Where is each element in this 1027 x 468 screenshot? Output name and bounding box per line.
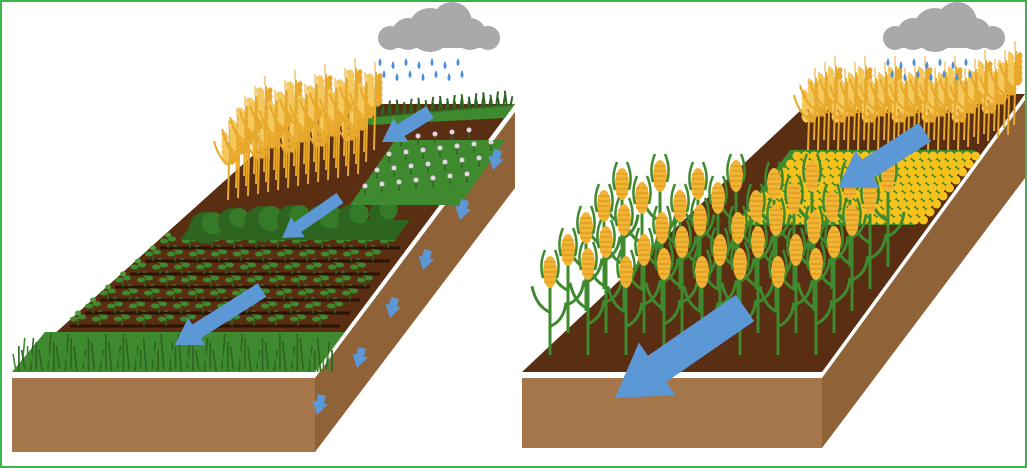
raindrop-icon [382,70,386,78]
runoff-arrow-icon [615,122,931,398]
back-grass-icon [367,90,514,119]
left-back-grass [360,104,515,125]
raindrop-icon [447,73,451,81]
infiltration-arrow-icon [312,149,504,415]
diversified-cropping-scene [12,2,515,452]
raindrop-icon [443,61,447,69]
raindrop-icon [942,70,946,78]
raindrop-icon [421,73,425,81]
raindrop-icon [408,70,412,78]
raindrop-icon [890,70,894,78]
raindrop-icon [955,73,959,81]
raindrop-icon [925,61,929,69]
raindrop-icon [456,58,460,66]
raindrop-icon [912,58,916,66]
raindrop-icon [378,58,382,66]
wheat-field-icon [213,58,383,201]
raindrop-icon [395,73,399,81]
raindrop-icon [938,58,942,66]
runoff-arrow-icon [175,106,434,345]
raindrop-icon [916,70,920,78]
raindrop-icon [886,58,890,66]
rain-cloud-icon [378,2,500,81]
raindrop-icon [903,73,907,81]
corn-rows-icon [530,153,906,355]
raindrop-icon [417,61,421,69]
grass-buffer-icon [12,333,333,373]
raindrop-icon [404,58,408,66]
raindrop-icon [434,70,438,78]
raindrop-icon [391,61,395,69]
raindrop-icon [460,70,464,78]
left-soil-front [12,378,315,452]
raindrop-icon [430,58,434,66]
raindrop-icon [968,70,972,78]
raindrop-icon [929,73,933,81]
corn-monoculture-scene [522,2,1025,448]
right-soil-right [822,100,1025,448]
raindrop-icon [951,61,955,69]
raindrop-icon [899,61,903,69]
rain-cloud-icon [883,2,1005,81]
right-soil-front [522,378,822,448]
wheat-field-icon [793,41,1023,151]
flower-strip-icon [362,127,494,195]
soybean-rows-icon [70,232,400,328]
raindrop-icon [964,58,968,66]
